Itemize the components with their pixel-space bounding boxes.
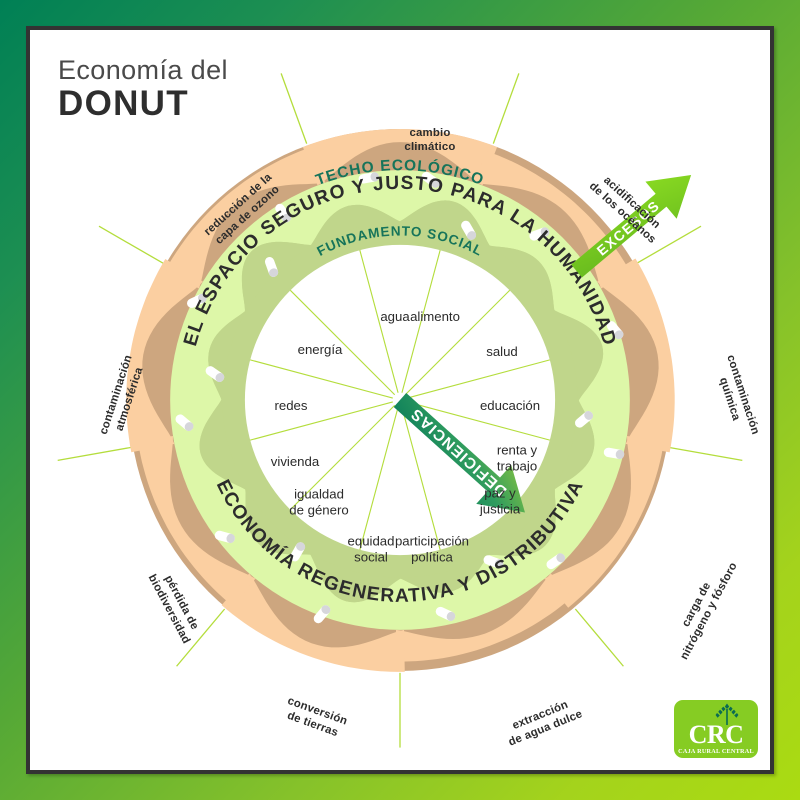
logo-full-name: CAJA RURAL CENTRAL	[678, 747, 754, 755]
inner-dimension-label: educación	[479, 398, 541, 414]
crc-logo[interactable]: CRC CAJA RURAL CENTRAL	[674, 700, 758, 758]
inner-dimension-label: agua	[380, 309, 410, 325]
inner-dimension-label: salud	[486, 344, 518, 360]
inner-dimension-label: redes	[274, 398, 308, 414]
indicator-dashes	[175, 171, 625, 624]
inner-dimension-label: energía	[297, 342, 343, 358]
inner-spokes	[250, 250, 550, 550]
poster-card: Economía del DONUT	[26, 26, 774, 774]
page-title-line2: DONUT	[58, 84, 189, 124]
page-title: Economía del DONUT	[58, 56, 228, 123]
page-title-line1: Economía del	[58, 55, 228, 85]
inner-dimension-label: alimento	[410, 309, 460, 325]
donut-diagram: TECHO ECOLÓGICO EL ESPACIO SEGURO Y JUST…	[57, 73, 743, 748]
radial-tick-lines	[57, 73, 743, 748]
inner-dimension-label: vivienda	[270, 454, 320, 470]
logo-acronym: CRC	[688, 719, 744, 749]
wheat-icon	[715, 703, 739, 725]
